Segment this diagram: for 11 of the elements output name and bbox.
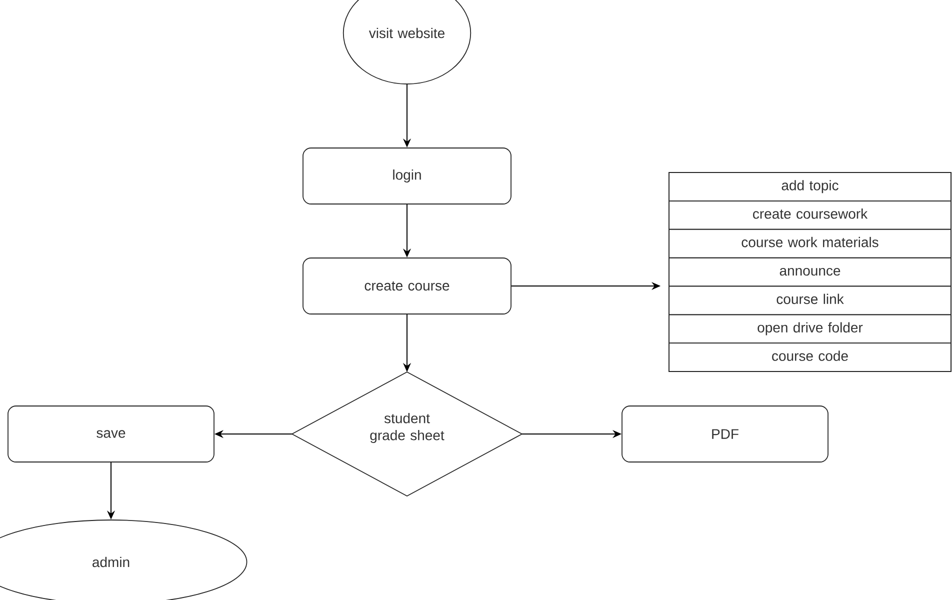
list-row: course link xyxy=(668,286,952,316)
process-box: PDF xyxy=(622,406,828,462)
list-row: add topic xyxy=(668,172,952,202)
process-box: save xyxy=(8,406,214,462)
list-row: create coursework xyxy=(668,200,952,230)
list-row: course work materials xyxy=(668,228,952,258)
list-row: open drive folder xyxy=(668,314,952,344)
list-row: announce xyxy=(668,257,952,287)
process-box: create course xyxy=(302,258,512,314)
list-row: course code xyxy=(668,342,952,372)
process-box: login xyxy=(302,148,512,204)
